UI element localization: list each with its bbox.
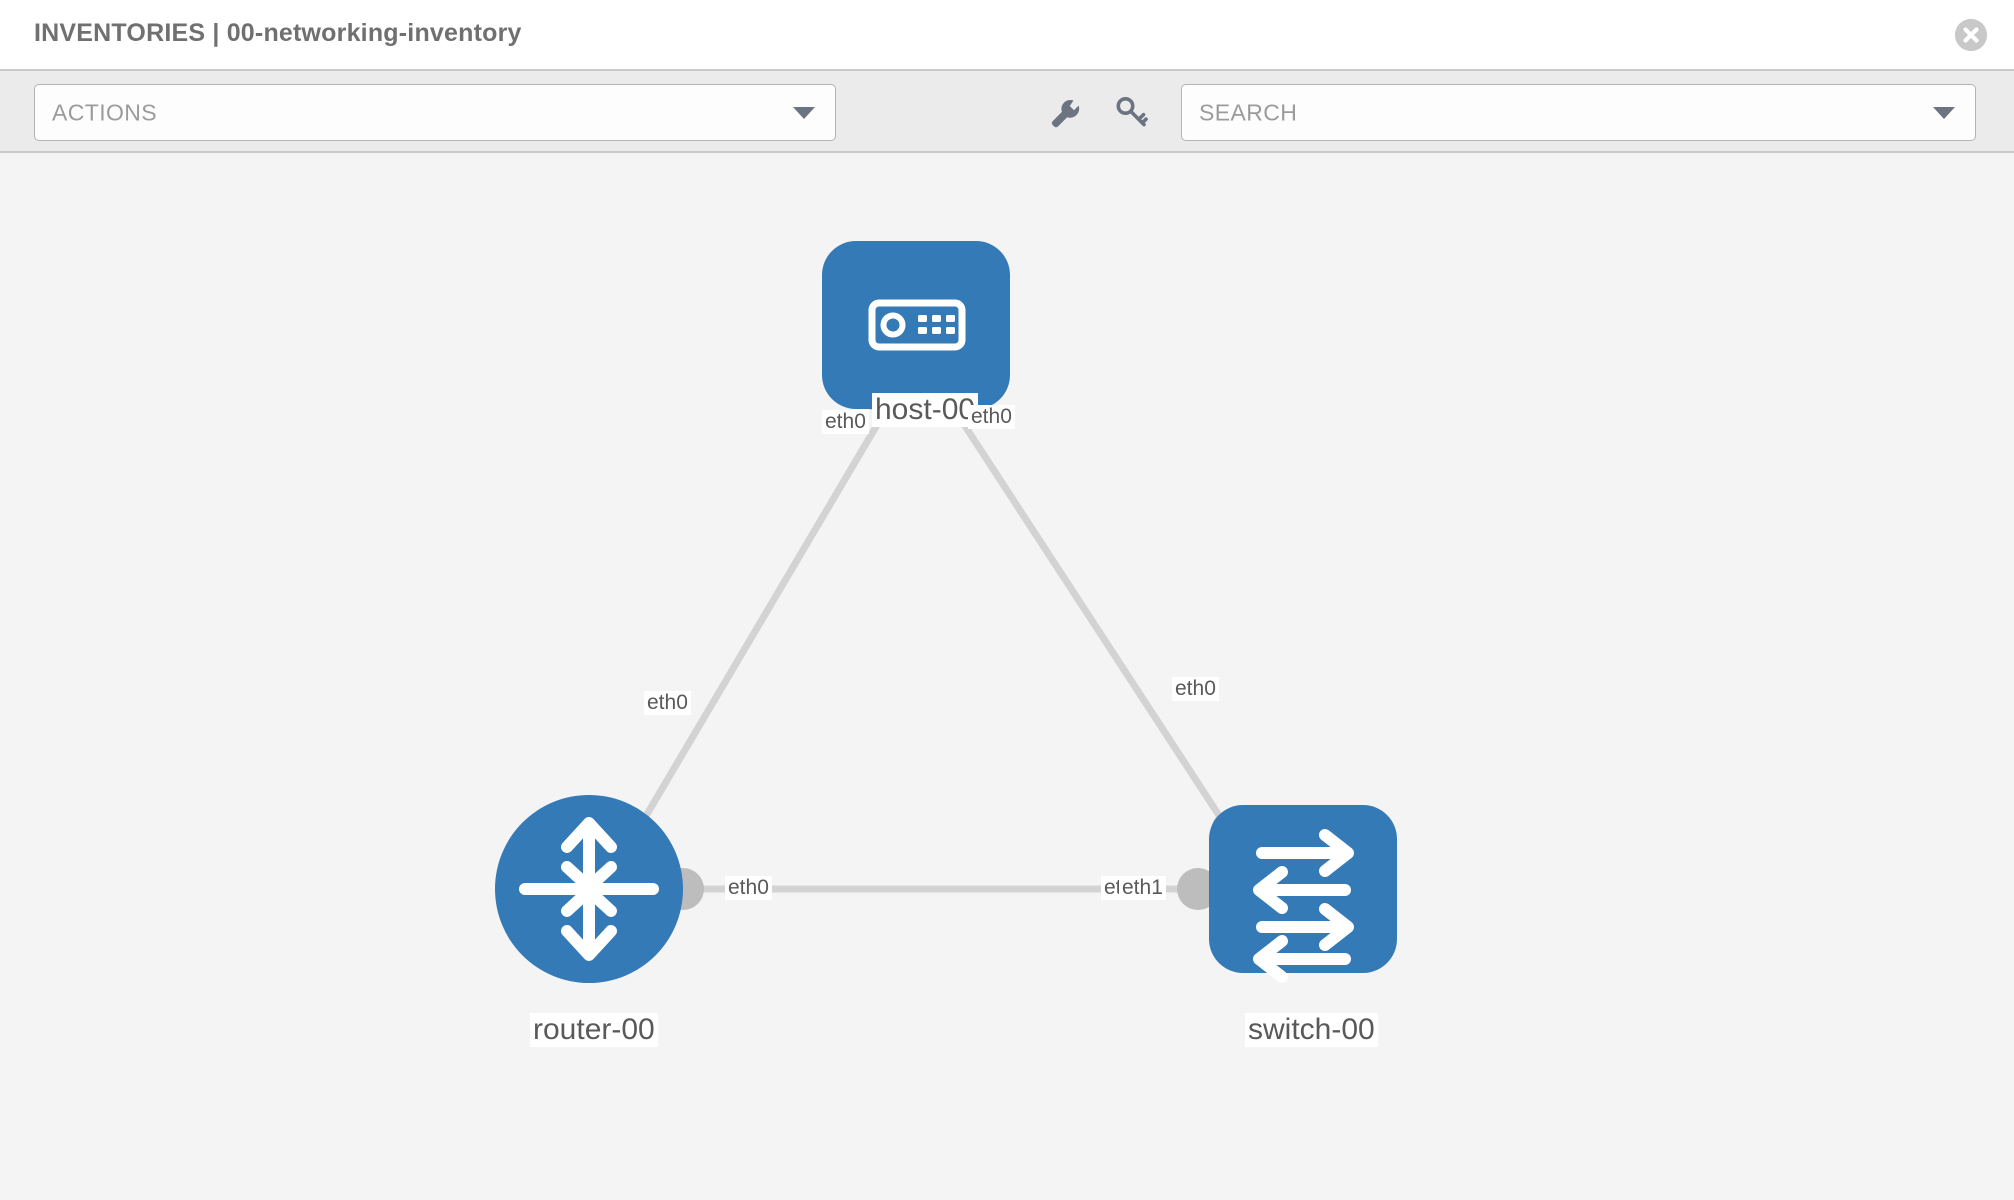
router-arrows-icon — [519, 817, 659, 961]
switch-arrows-icon — [1253, 829, 1354, 983]
chevron-down-icon — [793, 106, 815, 119]
node-label-host-00: host-00 — [872, 393, 979, 427]
edge-label-switch-left: eth1 — [1119, 876, 1166, 901]
chevron-down-icon — [1933, 106, 1955, 119]
search-input[interactable]: SEARCH — [1181, 84, 1976, 141]
edge-label-host-right: eth0 — [968, 405, 1015, 430]
edge-label-switch-up: eth0 — [1172, 677, 1219, 702]
edge-label-router-up: eth0 — [644, 691, 691, 716]
edge-group — [626, 401, 1240, 893]
toolbar: ACTIONS SEARCH — [0, 69, 2014, 153]
edge-label-host-left: eth0 — [822, 410, 869, 435]
page-header: INVENTORIES | 00-networking-inventory — [0, 0, 2014, 69]
topology-canvas[interactable]: host-00 router-00 switch-00 eth0 eth0 et… — [0, 153, 2014, 1200]
node-host-00[interactable] — [822, 241, 1010, 409]
actions-dropdown-label: ACTIONS — [52, 99, 158, 125]
page-title: INVENTORIES | 00-networking-inventory — [34, 19, 522, 47]
search-placeholder: SEARCH — [1199, 99, 1298, 125]
wrench-icon[interactable] — [1043, 93, 1083, 133]
key-icon[interactable] — [1112, 93, 1152, 133]
topology-graph — [495, 241, 1397, 983]
node-label-router-00: router-00 — [530, 1013, 658, 1047]
edge-host-router[interactable] — [626, 401, 894, 845]
node-router-00[interactable] — [495, 795, 683, 983]
connector-group — [615, 369, 1253, 910]
edge-host-switch[interactable] — [947, 401, 1240, 845]
close-icon[interactable] — [1955, 19, 1987, 51]
node-switch-00[interactable] — [1209, 805, 1397, 983]
edge-label-router-right: eth0 — [725, 876, 772, 901]
server-icon — [868, 299, 966, 351]
actions-dropdown[interactable]: ACTIONS — [34, 84, 836, 141]
connector-switch-left[interactable] — [1177, 868, 1219, 910]
node-label-switch-00: switch-00 — [1245, 1013, 1378, 1047]
